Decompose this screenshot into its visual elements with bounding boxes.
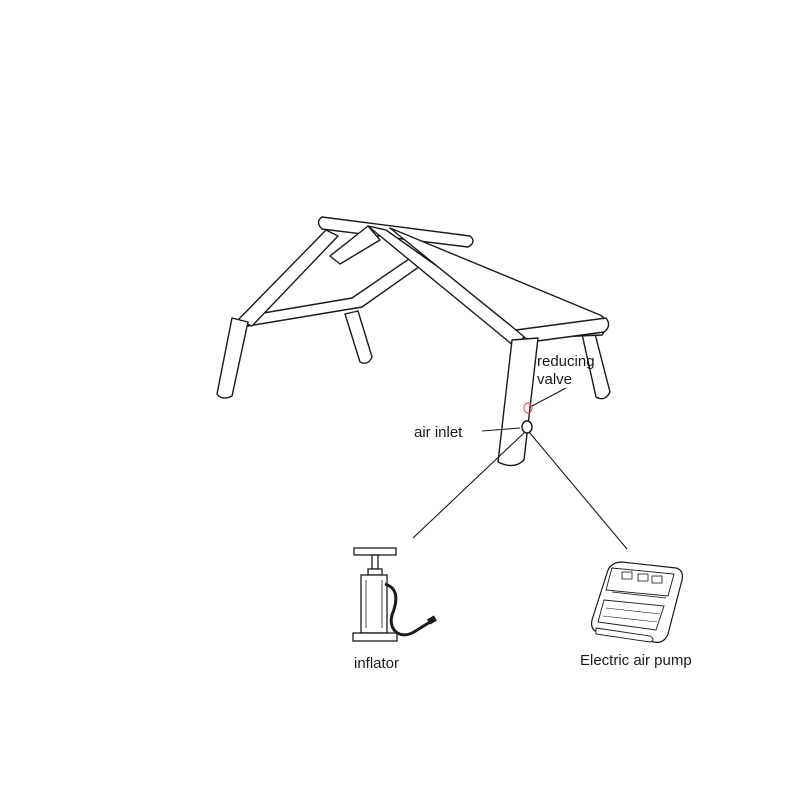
reducing-valve-icon [523,402,533,414]
electric-pump-connector-line [528,431,628,550]
electric-air-pump-label: Electric air pump [580,652,692,669]
air-inlet-label: air inlet [414,424,463,441]
reducing-valve-leader [531,387,567,407]
inflatable-frame [216,216,611,467]
inflator-connector-line [412,431,526,539]
reducing-valve-label: reducing valve [537,353,595,388]
inflator-label: inflator [354,655,400,672]
air-inlet-icon [521,420,533,434]
electric-pump-icon [591,561,683,643]
hand-pump-icon [352,547,437,642]
air-inlet-leader [481,427,521,432]
